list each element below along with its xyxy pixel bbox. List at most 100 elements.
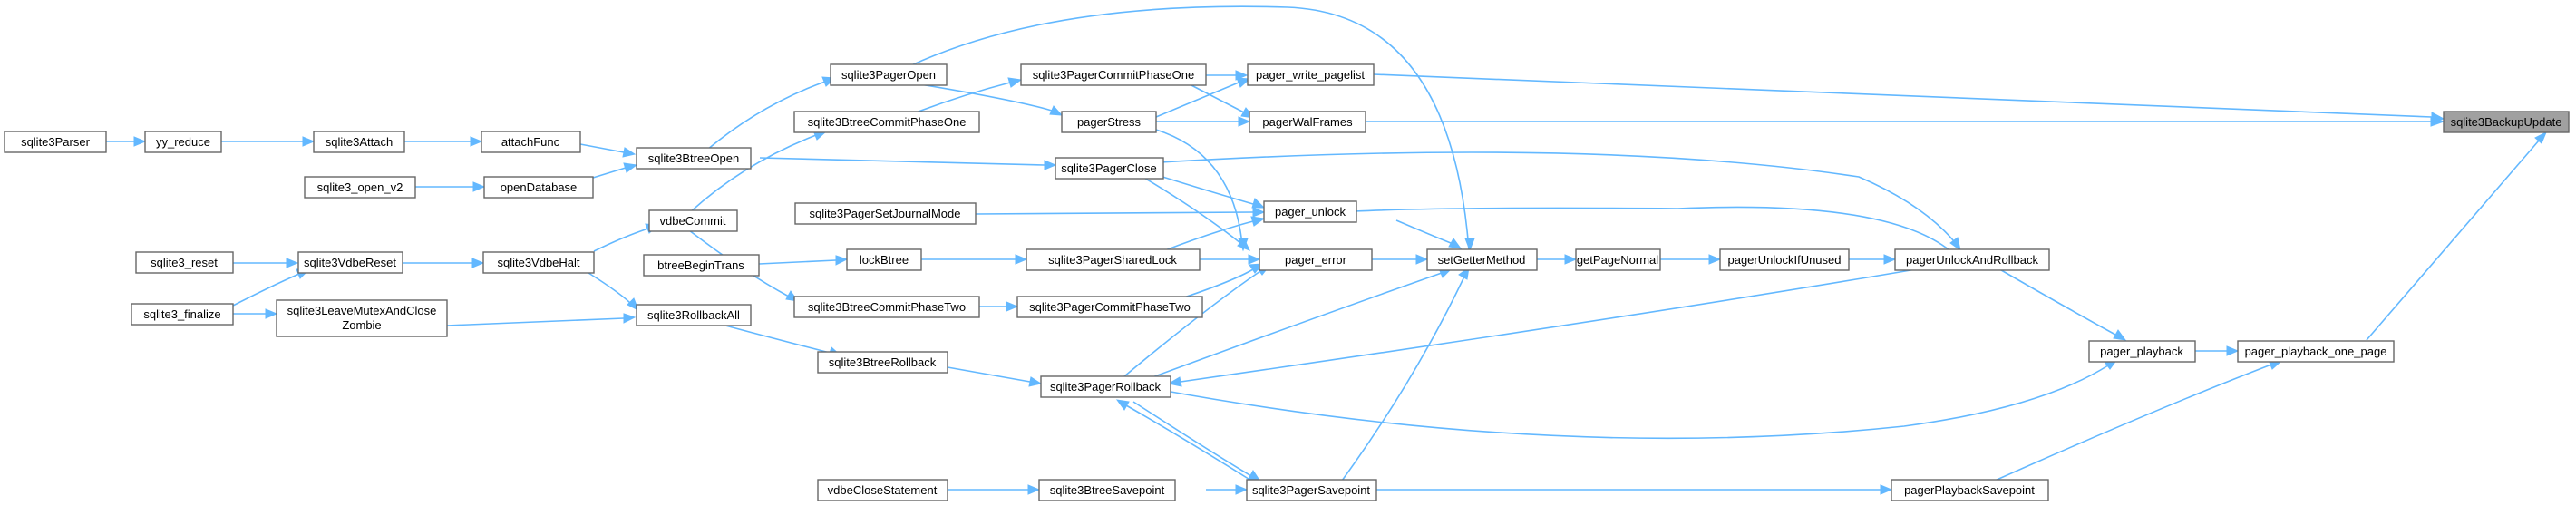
node-vdbecommit[interactable]: vdbeCommit xyxy=(648,209,738,232)
node-sqlite3btreesavepoint[interactable]: sqlite3BtreeSavepoint xyxy=(1038,479,1176,501)
node-sqlite3pagersavepoint[interactable]: sqlite3PagerSavepoint xyxy=(1246,479,1377,501)
node-sqlite3rollbackall[interactable]: sqlite3RollbackAll xyxy=(636,304,752,326)
edge-pagersavepoint-to-setgettermethod xyxy=(1341,266,1470,482)
edge-leavemutex-to-rollbackall xyxy=(446,313,637,326)
node-label: pagerWalFrames xyxy=(1262,115,1353,129)
node-sqlite3parser[interactable]: sqlite3Parser xyxy=(4,131,107,153)
node-sqlite3pagersetjournalmode[interactable]: sqlite3PagerSetJournalMode xyxy=(794,202,977,225)
node-label: lockBtree xyxy=(860,253,909,267)
edge-pagerstress-to-walframes xyxy=(1156,116,1251,127)
edge-btreeopen-to-pagerclose xyxy=(759,157,1057,170)
node-label: btreeBeginTrans xyxy=(657,258,744,272)
edge-pagerstress-to-pager-error xyxy=(1155,129,1249,252)
node-sqlite3btreecommitphasetwo[interactable]: sqlite3BtreeCommitPhaseTwo xyxy=(793,296,980,318)
node-vdbeclosestatement[interactable]: vdbeCloseStatement xyxy=(817,479,948,501)
node-label: sqlite3PagerSavepoint xyxy=(1252,483,1370,497)
edge-pageropen-to-pagerstress xyxy=(909,82,1064,116)
node-sqlite3attach[interactable]: sqlite3Attach xyxy=(313,131,405,153)
node-btreebegintrans[interactable]: btreeBeginTrans xyxy=(643,254,760,277)
edge-btreesavepoint-to-pagersavepoint xyxy=(1206,484,1249,495)
node-label: sqlite3PagerSharedLock xyxy=(1048,253,1177,267)
node-label: sqlite3PagerRollback xyxy=(1050,380,1162,394)
node-label: pager_playback_one_page xyxy=(2245,345,2387,358)
node-pager-playback-one-page[interactable]: pager_playback_one_page xyxy=(2237,340,2395,363)
node-label: sqlite3PagerClose xyxy=(1061,161,1157,175)
edge-setgettermethod-to-getpagenormal xyxy=(1537,254,1578,265)
node-sqlite3-reset[interactable]: sqlite3_reset xyxy=(135,251,234,274)
node-label: openDatabase xyxy=(501,180,578,194)
node-pagerunlockandrollback[interactable]: pagerUnlockAndRollback xyxy=(1894,248,2050,271)
node-sqlite3pagerrollback[interactable]: sqlite3PagerRollback xyxy=(1040,375,1171,398)
node-sqlite3btreecommitphaseone[interactable]: sqlite3BtreeCommitPhaseOne xyxy=(793,111,980,133)
edge-pagerclose-to-pager-error xyxy=(1132,170,1250,251)
node-label: sqlite3VdbeReset xyxy=(304,256,396,269)
node-sqlite3vdbehalt[interactable]: sqlite3VdbeHalt xyxy=(482,251,595,274)
node-sqlite3btreerollback[interactable]: sqlite3BtreeRollback xyxy=(817,351,948,374)
node-yy-reduce[interactable]: yy_reduce xyxy=(144,131,222,153)
node-pager-unlock[interactable]: pager_unlock xyxy=(1263,200,1357,223)
node-label: sqlite3VdbeHalt xyxy=(497,256,579,269)
edge-unlockandrollback-to-pagerrollback xyxy=(1167,267,1928,387)
edge-pagersavepoint-to-pagerrollback xyxy=(1115,399,1252,482)
node-label: vdbeCommit xyxy=(660,214,726,228)
edge-finalize-to-leavemutex xyxy=(233,308,278,319)
node-label: sqlite3PagerCommitPhaseTwo xyxy=(1029,300,1191,314)
edge-pagerstress-area-to-setgettermethod xyxy=(909,5,1475,252)
node-label: sqlite3_reset xyxy=(151,256,218,269)
node-label: getPageNormal xyxy=(1577,253,1658,267)
node-sqlite3btreeopen[interactable]: sqlite3BtreeOpen xyxy=(636,147,752,170)
node-pager-write-pagelist[interactable]: pager_write_pagelist xyxy=(1247,63,1375,86)
edge-playbacksavepoint-to-playback-one-page xyxy=(1994,359,2283,482)
node-label: sqlite3_open_v2 xyxy=(317,180,403,194)
node-sqlite3pageropen[interactable]: sqlite3PagerOpen xyxy=(830,63,948,86)
edge-lockbtree-to-sharedlock xyxy=(921,254,1028,265)
node-sqlite3pagercommitphasetwo[interactable]: sqlite3PagerCommitPhaseTwo xyxy=(1016,296,1203,318)
node-pagerunlockifunused[interactable]: pagerUnlockIfUnused xyxy=(1719,248,1850,271)
node-sqlite3pagerclose[interactable]: sqlite3PagerClose xyxy=(1055,157,1164,180)
node-label: pager_playback xyxy=(2100,345,2183,358)
edge-setjournalmode-to-pager-unlock xyxy=(975,207,1266,218)
node-sqlite3leavemutexandclosezombie[interactable]: sqlite3LeaveMutexAndClose Zombie xyxy=(276,299,448,337)
node-label: sqlite3BtreeOpen xyxy=(648,151,739,165)
node-label: vdbeCloseStatement xyxy=(828,483,938,497)
node-sqlite3pagersharedlock[interactable]: sqlite3PagerSharedLock xyxy=(1026,248,1201,271)
edge-yyreduce-to-sqlite3attach xyxy=(221,136,316,147)
node-getpagenormal[interactable]: getPageNormal xyxy=(1575,248,1661,271)
node-pager-error[interactable]: pager_error xyxy=(1259,248,1373,271)
edge-pagersavepoint-to-playbacksavepoint xyxy=(1376,484,1893,495)
edge-pagerwalframes-to-backupupdate xyxy=(1366,116,2445,127)
edge-pagerrollback-to-pager-error xyxy=(1123,265,1271,377)
node-pagerstress[interactable]: pagerStress xyxy=(1061,111,1157,133)
node-label: pager_unlock xyxy=(1275,205,1346,219)
edge-sqlite3attach-to-attachfunc xyxy=(404,136,483,147)
node-label: sqlite3LeaveMutexAndClose xyxy=(287,304,437,317)
node-label: setGetterMethod xyxy=(1438,253,1526,267)
node-label: pager_write_pagelist xyxy=(1256,68,1365,82)
edge-btreerollback-to-pagerrollback xyxy=(947,366,1043,387)
node-pager-playback[interactable]: pager_playback xyxy=(2088,340,2196,363)
node-sqlite3backupupdate[interactable]: sqlite3BackupUpdate xyxy=(2443,111,2570,133)
edge-vdbereset-to-vdbehalt xyxy=(403,258,485,268)
node-label: pagerUnlockAndRollback xyxy=(1906,253,2038,267)
node-sqlite3vdbereset[interactable]: sqlite3VdbeReset xyxy=(297,251,403,274)
node-sqlite3-open-v2[interactable]: sqlite3_open_v2 xyxy=(304,176,416,199)
node-setgettermethod[interactable]: setGetterMethod xyxy=(1426,248,1538,271)
node-lockbtree[interactable]: lockBtree xyxy=(846,248,922,271)
edge-opendatabase-to-btreeopen xyxy=(592,162,638,179)
node-pagerwalframes[interactable]: pagerWalFrames xyxy=(1249,111,1366,133)
edge-vdbecommit-to-btreecommitphaseone xyxy=(688,130,828,214)
edge-btreecommitphaseone-to-pagercommitphaseone xyxy=(910,77,1023,115)
node-label: sqlite3RollbackAll xyxy=(647,308,740,322)
node-label: sqlite3BtreeCommitPhaseTwo xyxy=(808,300,966,314)
edge-unlockifunused-to-unlockandrollback xyxy=(1849,254,1897,265)
node-opendatabase[interactable]: openDatabase xyxy=(483,176,594,199)
edge-vdbeclosestatement-to-btreesavepoint xyxy=(948,484,1041,495)
edge-playback-one-page-to-backupupdate xyxy=(2366,131,2547,341)
node-sqlite3-finalize[interactable]: sqlite3_finalize xyxy=(131,303,234,326)
node-attachfunc[interactable]: attachFunc xyxy=(481,131,581,153)
node-pagerplaybacksavepoint[interactable]: pagerPlaybackSavepoint xyxy=(1891,479,2049,501)
node-sqlite3pagercommitphaseone[interactable]: sqlite3PagerCommitPhaseOne xyxy=(1020,63,1207,86)
edge-sharedlock-to-pager-error xyxy=(1200,254,1261,265)
node-label: sqlite3PagerSetJournalMode xyxy=(810,207,961,220)
edge-pagerrollback-to-pagersavepoint xyxy=(1132,401,1262,482)
